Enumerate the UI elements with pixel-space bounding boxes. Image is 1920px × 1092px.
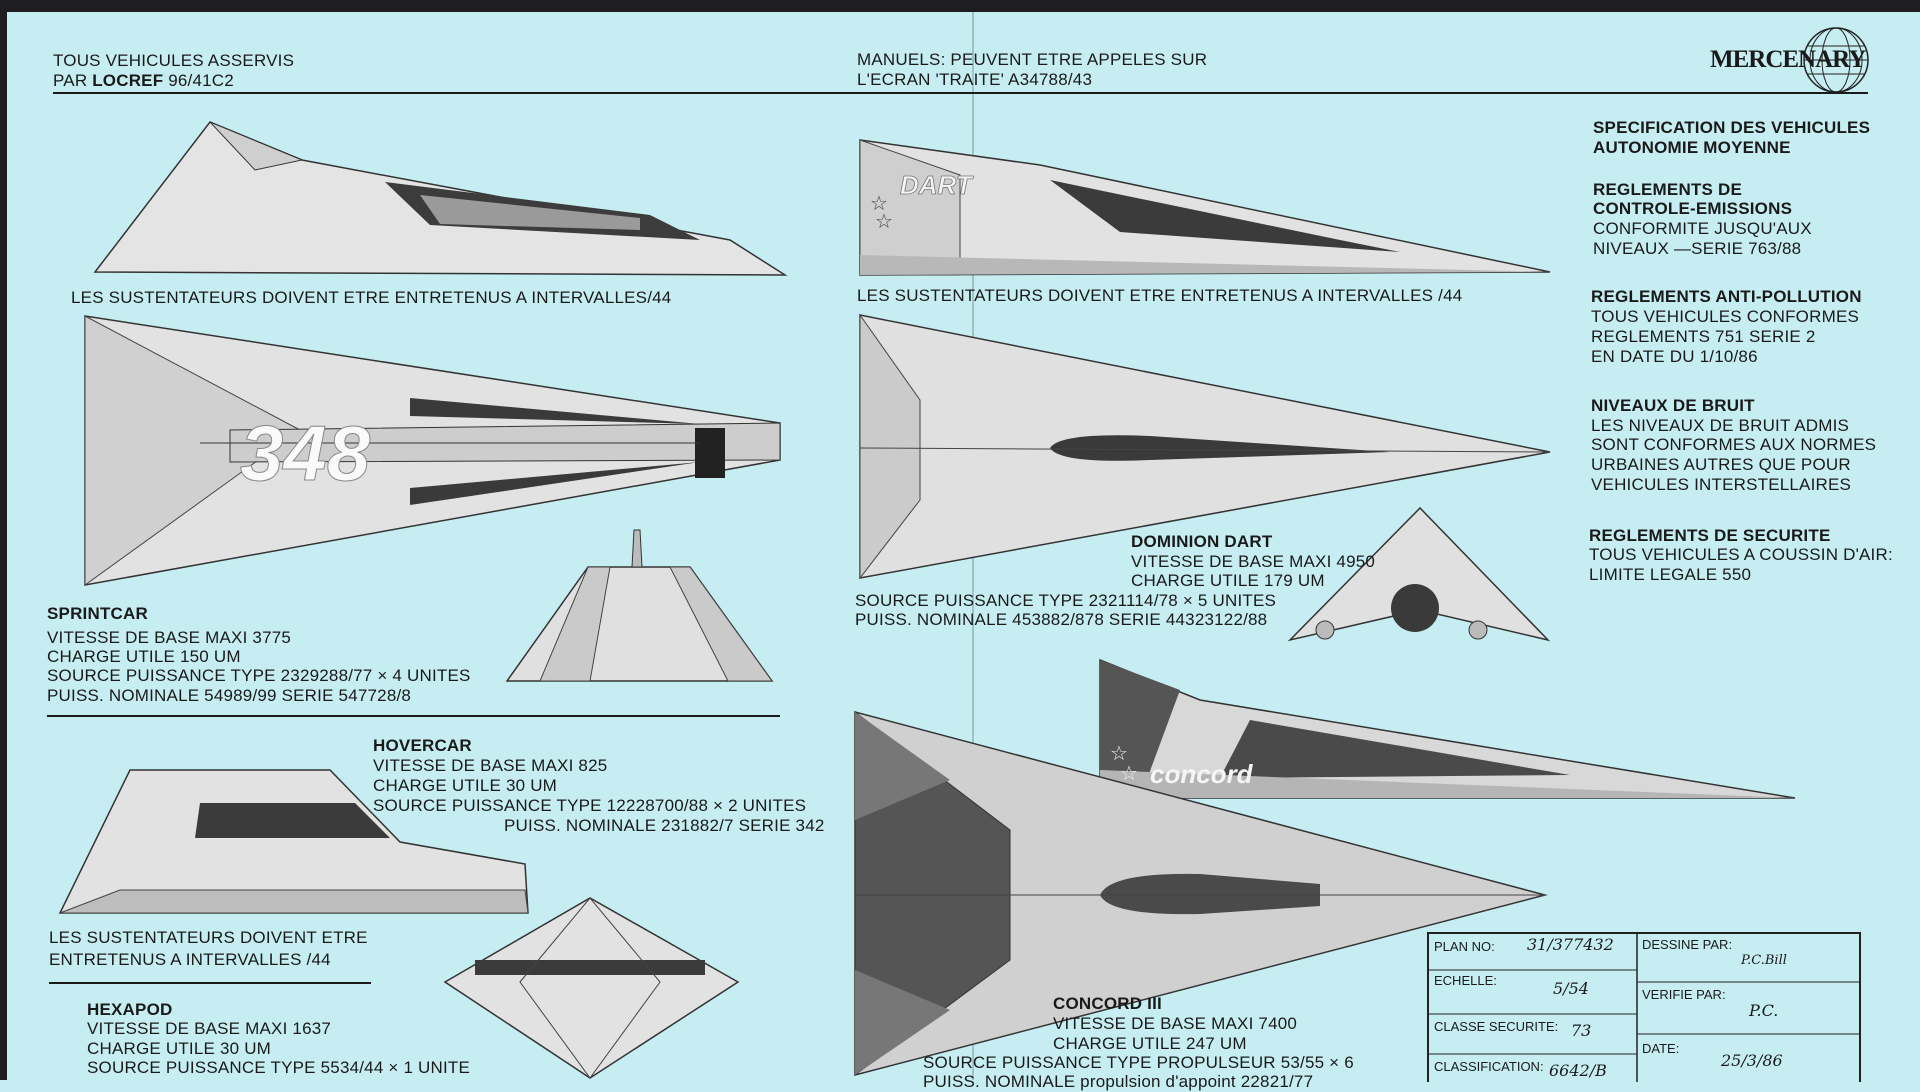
- hovercar-name: HOVERCAR: [373, 736, 472, 755]
- logo-wordmark: MERCENARY: [1710, 46, 1866, 73]
- spec-safety-line2: LIMITE LEGALE 550: [1589, 565, 1752, 584]
- spec-pollution-heading: REGLEMENTS ANTI-POLLUTION: [1591, 287, 1862, 306]
- date-value: 25/3/86: [1721, 1051, 1783, 1070]
- spec-safety-heading: REGLEMENTS DE SECURITE: [1589, 526, 1831, 545]
- concord-line4: PUISS. NOMINALE propulsion d'appoint 228…: [923, 1072, 1314, 1091]
- dominion-dart-front-view: [1287, 506, 1551, 642]
- header-center-line2: L'ECRAN 'TRAITE' A34788/43: [857, 70, 1093, 89]
- spec-emissions-heading1: REGLEMENTS DE: [1593, 180, 1743, 199]
- spec-emissions-line2: NIVEAUX —SERIE 763/88: [1593, 239, 1802, 258]
- spec-title-line1: SPECIFICATION DES VEHICULES: [1593, 118, 1871, 137]
- section-rule: [47, 715, 780, 717]
- header-left-line2: PAR LOCREF 96/41C2: [53, 71, 234, 90]
- caption-hover-line1: LES SUSTENTATEURS DOIVENT ETRE: [49, 928, 368, 947]
- sprintcar-top-view: [84, 315, 781, 586]
- concord-line3: SOURCE PUISSANCE TYPE PROPULSEUR 53/55 ×…: [923, 1053, 1354, 1072]
- dart-line1: VITESSE DE BASE MAXI 4950: [1131, 552, 1376, 571]
- star-icon: ☆: [875, 211, 893, 233]
- classe-value: 73: [1571, 1021, 1592, 1040]
- plan-value: 31/377432: [1527, 935, 1614, 954]
- drawing-title-block: PLAN NO: 31/377432 ECHELLE: 5/54 CLASSE …: [1427, 932, 1861, 1082]
- classe-label: CLASSE SECURITE:: [1434, 1019, 1559, 1034]
- hovercar-line2: CHARGE UTILE 30 UM: [373, 776, 558, 795]
- dessine-label: DESSINE PAR:: [1642, 937, 1733, 952]
- hovercar-line1: VITESSE DE BASE MAXI 825: [373, 756, 608, 775]
- hexapod-line1: VITESSE DE BASE MAXI 1637: [87, 1019, 332, 1038]
- spec-emissions-line1: CONFORMITE JUSQU'AUX: [1593, 219, 1812, 238]
- caption-hover-line2: ENTRETENUS A INTERVALLES /44: [49, 950, 331, 969]
- plan-label: PLAN NO:: [1434, 939, 1495, 954]
- spec-noise-line4: VEHICULES INTERSTELLAIRES: [1591, 475, 1852, 494]
- hexapod-view: [443, 897, 740, 1079]
- star-icon: ☆: [1110, 743, 1128, 765]
- spec-noise-heading: NIVEAUX DE BRUIT: [1591, 396, 1755, 415]
- dessine-value: P.C.Bill: [1741, 953, 1787, 968]
- header-rule: [53, 92, 1868, 94]
- echelle-label: ECHELLE:: [1434, 973, 1497, 988]
- dart-name: DOMINION DART: [1131, 532, 1273, 551]
- concord-marking: concord: [1150, 759, 1254, 789]
- spec-noise-line3: URBAINES AUTRES QUE POUR: [1591, 455, 1851, 474]
- dart-line3: SOURCE PUISSANCE TYPE 2321114/78 × 5 UNI…: [855, 591, 1277, 610]
- spec-pollution-line2: REGLEMENTS 751 SERIE 2: [1591, 327, 1816, 346]
- globe-icon: [1803, 27, 1869, 93]
- sprintcar-name: SPRINTCAR: [47, 604, 148, 623]
- classification-value: 6642/B: [1549, 1061, 1607, 1080]
- hexapod-line3: SOURCE PUISSANCE TYPE 5534/44 × 1 UNITE: [87, 1058, 471, 1077]
- dominion-dart-top-view: [859, 313, 1551, 580]
- header-center-line1: MANUELS: PEUVENT ETRE APPELES SUR: [857, 50, 1208, 69]
- concord-line1: VITESSE DE BASE MAXI 7400: [1053, 1014, 1298, 1033]
- mercenary-logo: MERCENARY: [1708, 26, 1878, 96]
- hexapod-name: HEXAPOD: [87, 1000, 173, 1019]
- concord-top-view: [854, 710, 1548, 1076]
- dart-line2: CHARGE UTILE 179 UM: [1131, 571, 1325, 590]
- dart-marking: DART: [900, 170, 974, 200]
- spec-emissions-heading2: CONTROLE-EMISSIONS: [1593, 199, 1793, 218]
- spec-pollution-line1: TOUS VEHICULES CONFORMES: [1591, 307, 1860, 326]
- verifie-value: P.C.: [1749, 1001, 1779, 1020]
- star-icon: ☆: [1120, 763, 1138, 785]
- sprintcar-side-view: [93, 121, 788, 276]
- date-label: DATE:: [1642, 1041, 1680, 1056]
- star-icon: ☆: [870, 193, 888, 215]
- echelle-value: 5/54: [1553, 979, 1589, 998]
- hovercar-side-view: [58, 769, 529, 914]
- caption-top-left: LES SUSTENTATEURS DOIVENT ETRE ENTRETENU…: [71, 288, 672, 307]
- caption-top-right: LES SUSTENTATEURS DOIVENT ETRE ENTRETENU…: [857, 286, 1463, 305]
- concord-line2: CHARGE UTILE 247 UM: [1053, 1034, 1247, 1053]
- left-border: [0, 0, 7, 1080]
- sprintcar-line2: CHARGE UTILE 150 UM: [47, 647, 241, 666]
- sprintcar-line4: PUISS. NOMINALE 54989/99 SERIE 547728/8: [47, 686, 412, 705]
- top-border: [0, 0, 1920, 12]
- spec-title-line2: AUTONOMIE MOYENNE: [1593, 138, 1791, 157]
- concord-side-view: ☆ ☆: [1099, 658, 1796, 799]
- header-left-line1: TOUS VEHICULES ASSERVIS: [53, 51, 295, 70]
- sprintcar-marking: 348: [240, 409, 371, 497]
- sprintcar-front-view: [505, 529, 774, 682]
- verifie-label: VERIFIE PAR:: [1642, 987, 1726, 1002]
- sprintcar-line1: VITESSE DE BASE MAXI 3775: [47, 628, 292, 647]
- spec-pollution-line3: EN DATE DU 1/10/86: [1591, 347, 1758, 366]
- hovercar-line4: PUISS. NOMINALE 231882/7 SERIE 342: [504, 816, 825, 835]
- spec-safety-line1: TOUS VEHICULES A COUSSIN D'AIR:: [1589, 545, 1893, 564]
- dominion-dart-side-view: ☆ ☆: [859, 139, 1551, 276]
- classification-label: CLASSIFICATION:: [1434, 1059, 1544, 1074]
- sprintcar-line3: SOURCE PUISSANCE TYPE 2329288/77 × 4 UNI…: [47, 666, 471, 685]
- section-rule: [49, 982, 371, 984]
- dart-line4: PUISS. NOMINALE 453882/878 SERIE 4432312…: [855, 610, 1268, 629]
- title-block-grid: [1429, 934, 1859, 1082]
- spec-noise-line2: SONT CONFORMES AUX NORMES: [1591, 435, 1877, 454]
- hovercar-line3: SOURCE PUISSANCE TYPE 12228700/88 × 2 UN…: [373, 796, 807, 815]
- hexapod-line2: CHARGE UTILE 30 UM: [87, 1039, 272, 1058]
- spec-noise-line1: LES NIVEAUX DE BRUIT ADMIS: [1591, 416, 1850, 435]
- concord-name: CONCORD III: [1053, 994, 1162, 1013]
